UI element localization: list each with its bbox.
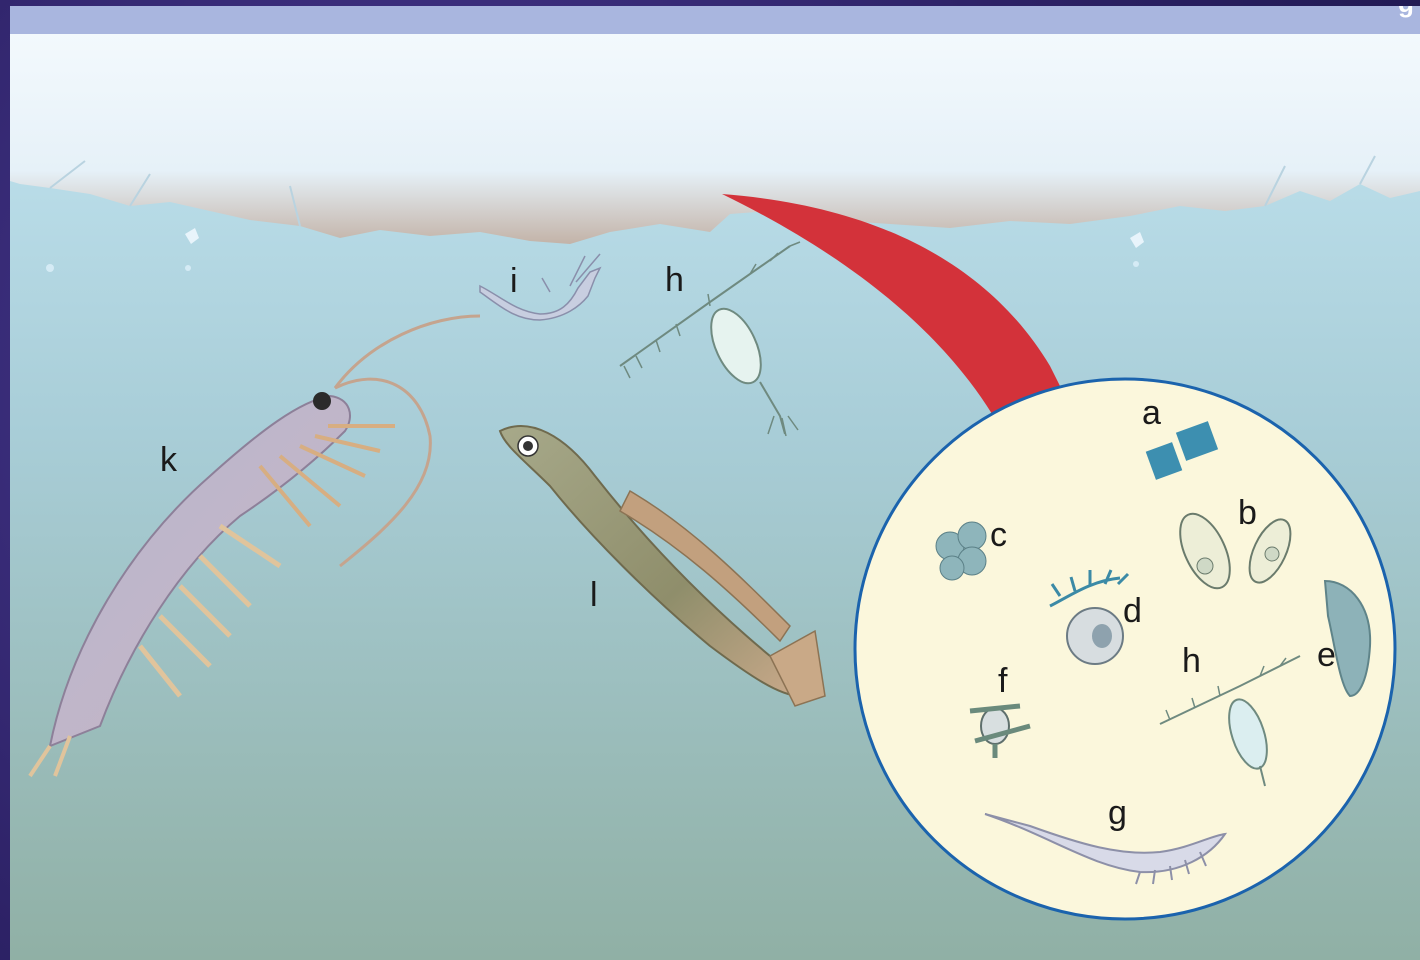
label-b: b — [1238, 494, 1257, 532]
label-c: c — [990, 516, 1007, 554]
sea-ice-diagram: g i h — [10, 6, 1420, 960]
label-d: d — [1123, 592, 1142, 630]
header-band — [10, 6, 1420, 34]
label-g: g — [1108, 794, 1127, 832]
label-k: k — [160, 441, 178, 479]
label-h-top: h — [665, 261, 684, 299]
label-e: e — [1317, 636, 1336, 674]
label-i: i — [510, 262, 518, 300]
label-l: l — [590, 576, 598, 614]
label-a: a — [1142, 394, 1161, 432]
label-f: f — [998, 662, 1008, 700]
label-h-inset: h — [1182, 642, 1201, 680]
corner-text: g — [1398, 6, 1414, 18]
inset-circle — [855, 379, 1395, 919]
